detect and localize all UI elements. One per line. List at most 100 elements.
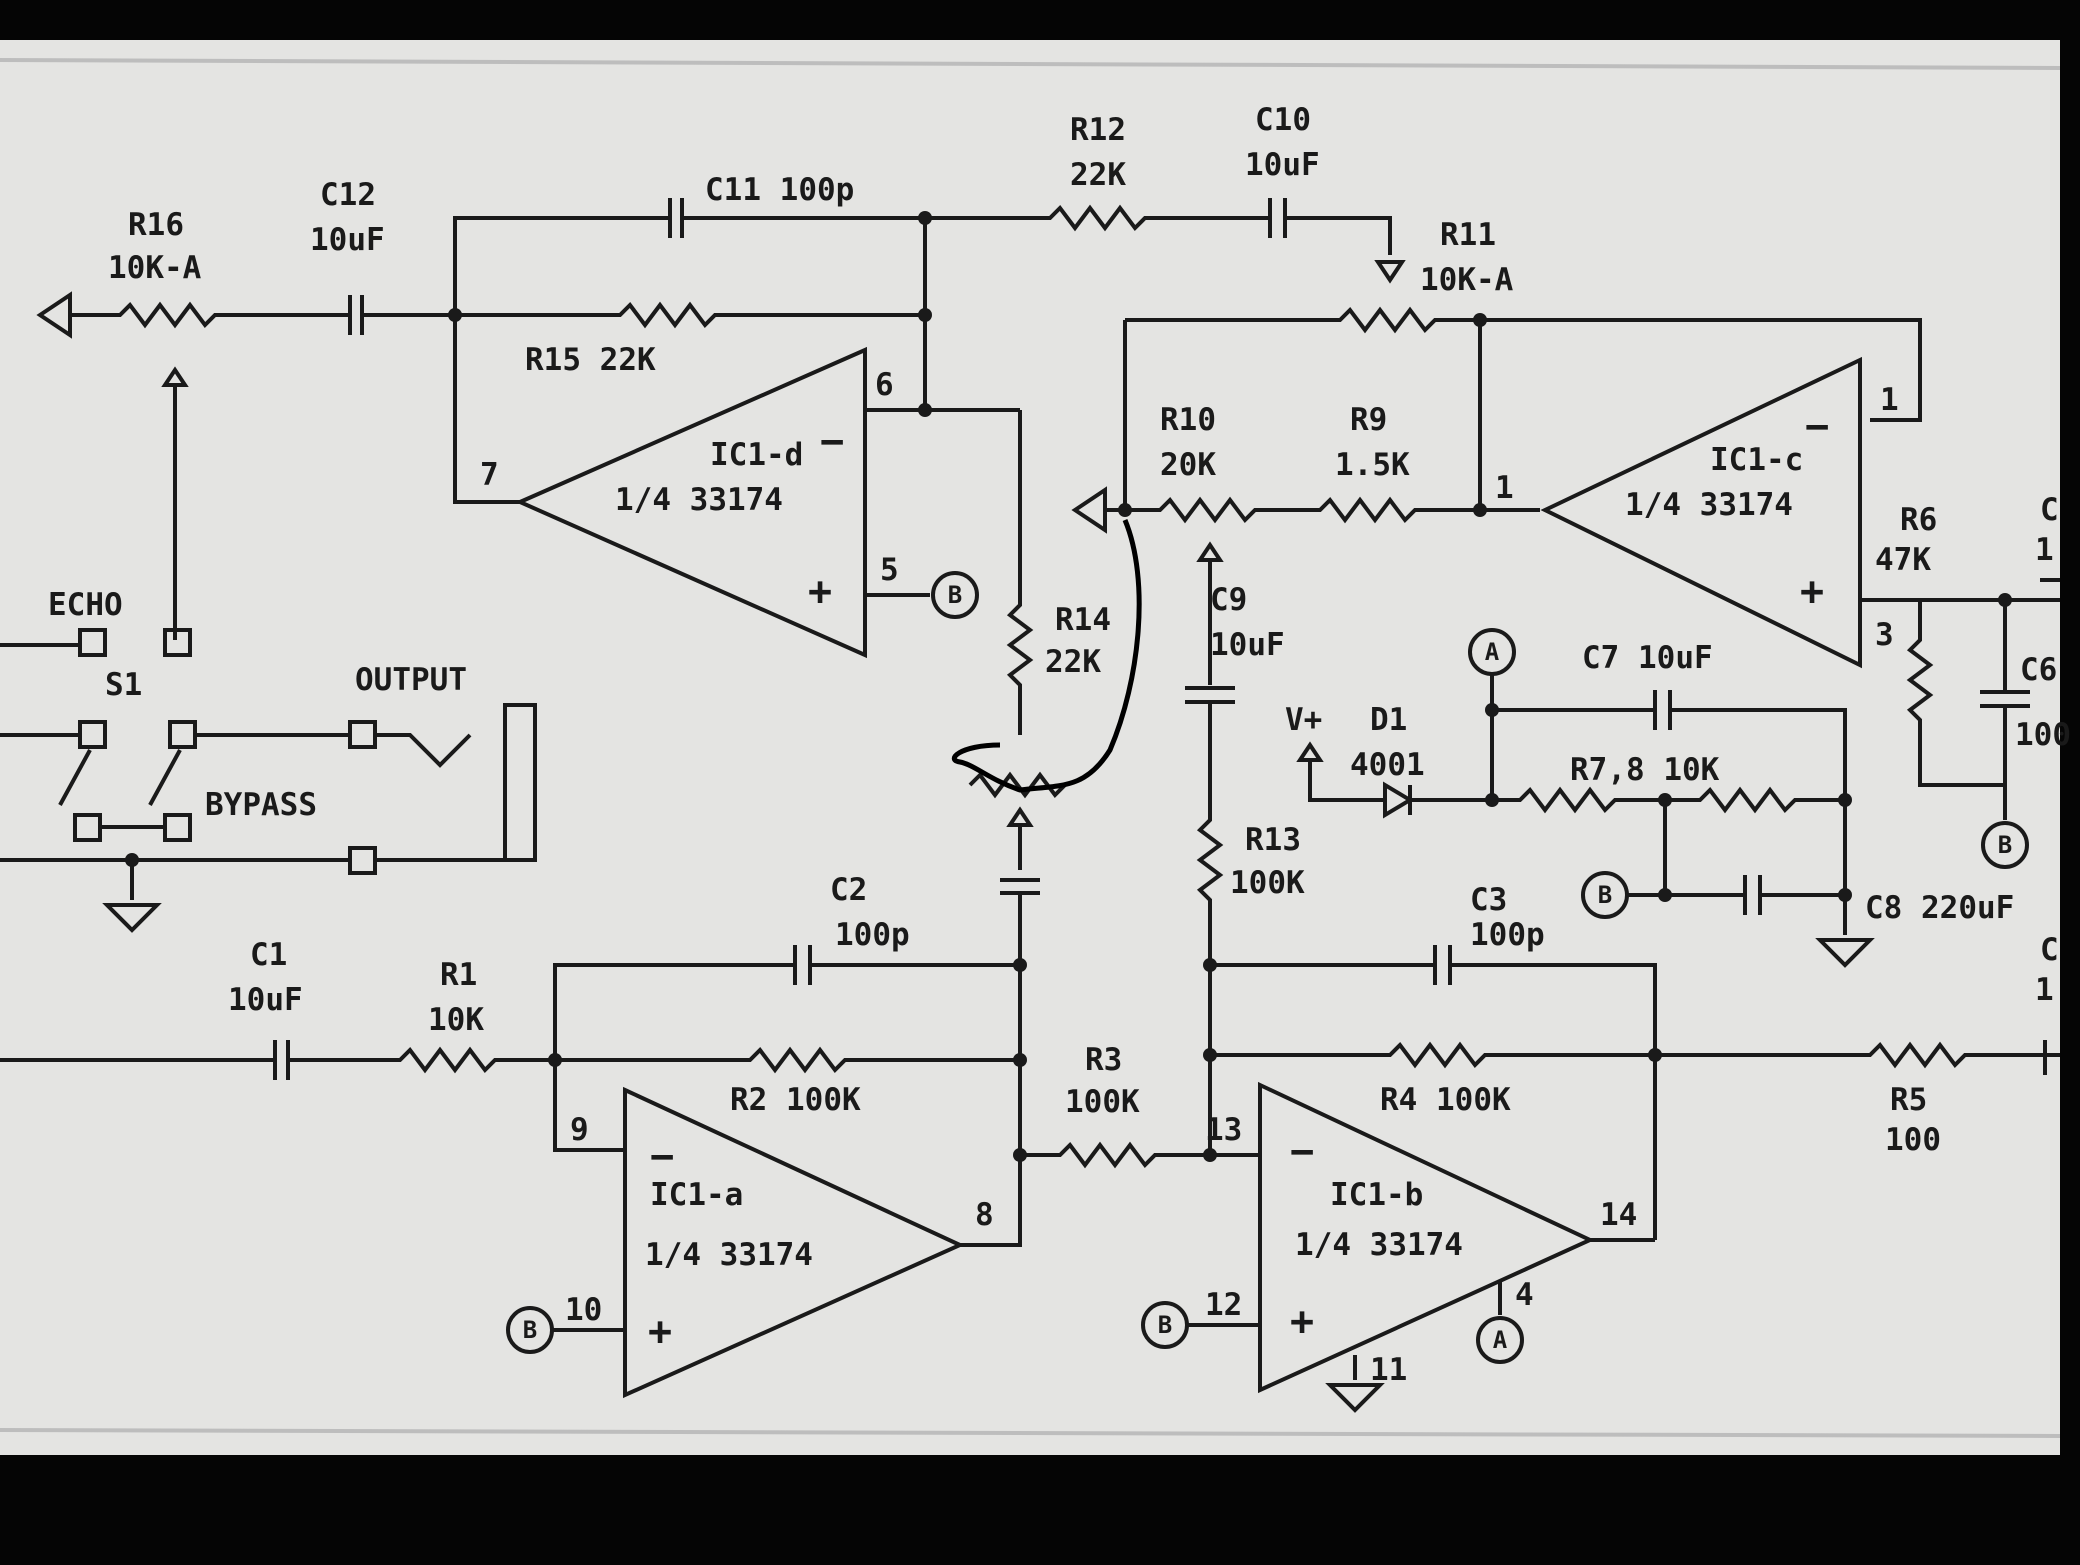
- junction-dots: [125, 211, 2012, 1162]
- wiring: [0, 198, 2060, 1413]
- ic1d-plus: +: [808, 569, 832, 615]
- pin-13: 13: [1205, 1112, 1242, 1148]
- pin-1-top: 1: [1880, 382, 1899, 418]
- r10-name: R10: [1160, 402, 1216, 438]
- output-label: OUTPUT: [355, 662, 467, 698]
- r14-name: R14: [1055, 602, 1111, 638]
- c8-label: C8 220uF: [1865, 890, 2014, 926]
- c3-value: 100p: [1470, 917, 1545, 953]
- labels: R16 10K-A C12 10uF C11 100p R12 22K C10 …: [48, 102, 2071, 1388]
- c7-label: C7 10uF: [1582, 640, 1713, 676]
- r11-value: 10K-A: [1420, 262, 1514, 298]
- ic1d-name: IC1-d: [710, 437, 803, 473]
- r78-label: R7,8 10K: [1570, 752, 1720, 788]
- c6-name: C6: [2020, 652, 2057, 688]
- node-letters: B A B B B B A: [523, 581, 2012, 1354]
- marker-jumper-wire: [951, 519, 1142, 793]
- node-a-ic1b: A: [1493, 1326, 1508, 1354]
- r16-pot: [70, 301, 350, 329]
- r11-wiper-arrow: [1374, 260, 1406, 284]
- pin-9: 9: [570, 1112, 589, 1148]
- r5-name: R5: [1890, 1082, 1927, 1118]
- r12-value: 22K: [1070, 157, 1126, 193]
- pin-11: 11: [1370, 1352, 1407, 1388]
- r14-value: 22K: [1045, 644, 1101, 680]
- pin-10: 10: [565, 1292, 602, 1328]
- r13-value: 100K: [1230, 865, 1305, 901]
- paper-sheet: [0, 40, 2060, 1455]
- pin-14: 14: [1600, 1197, 1637, 1233]
- r1-name: R1: [440, 957, 477, 993]
- pin-4: 4: [1515, 1277, 1534, 1313]
- ic1c-plus: +: [1800, 569, 1824, 615]
- echo-label: ECHO: [48, 587, 123, 623]
- node-b-c8: B: [1598, 881, 1612, 909]
- pin-5: 5: [880, 552, 899, 588]
- r3-value: 100K: [1065, 1084, 1140, 1120]
- edge-label-1-top: 1: [2035, 532, 2054, 568]
- ic1d-triangle: [515, 346, 867, 659]
- r5-value: 100: [1885, 1122, 1941, 1158]
- r16-value: 10K-A: [108, 250, 202, 286]
- d1-value: 4001: [1350, 747, 1425, 783]
- pin-12: 12: [1205, 1287, 1242, 1323]
- r10-value: 20K: [1160, 447, 1216, 483]
- vplus-label: V+: [1285, 702, 1322, 738]
- ic1b-part: 1/4 33174: [1295, 1227, 1463, 1263]
- ic1a-plus: +: [648, 1309, 672, 1355]
- c10-name: C10: [1255, 102, 1311, 138]
- r11-name: R11: [1440, 217, 1496, 253]
- r6-value: 47K: [1875, 542, 1931, 578]
- r2-label: R2 100K: [730, 1082, 861, 1118]
- r6-name: R6: [1900, 502, 1937, 538]
- ic1d-minus: −: [820, 419, 844, 465]
- ic1b-name: IC1-b: [1330, 1177, 1423, 1213]
- c6-value: 100: [2015, 717, 2071, 753]
- paper-edge: [0, 58, 2061, 70]
- c2-name: C2: [830, 872, 867, 908]
- c1-name: C1: [250, 937, 287, 973]
- ic1c-triangle: [1540, 356, 1862, 669]
- ic1b-minus: −: [1290, 1129, 1314, 1175]
- edge-label-1-bottom: 1: [2035, 972, 2054, 1008]
- pin-6: 6: [875, 367, 894, 403]
- ic1a-part: 1/4 33174: [645, 1237, 813, 1273]
- ic1b-plus: +: [1290, 1299, 1314, 1345]
- node-b-ic1a: B: [523, 1316, 537, 1344]
- r13-name: R13: [1245, 822, 1301, 858]
- ic1c-minus: −: [1805, 404, 1829, 450]
- ic1b-triangle: [1258, 1081, 1595, 1394]
- r4-label: R4 100K: [1380, 1082, 1511, 1118]
- ic1a-name: IC1-a: [650, 1177, 743, 1213]
- node-b-c6: B: [1998, 831, 2012, 859]
- c11-label: C11 100p: [705, 172, 854, 208]
- pin-7: 7: [480, 457, 499, 493]
- s1-label: S1: [105, 667, 142, 703]
- c3-name: C3: [1470, 882, 1507, 918]
- node-b-ic1b: B: [1158, 1311, 1172, 1339]
- c2-value: 100p: [835, 917, 910, 953]
- r3-name: R3: [1085, 1042, 1122, 1078]
- ic1d-part: 1/4 33174: [615, 482, 783, 518]
- ic1a-triangle: [623, 1086, 965, 1399]
- r15-label: R15 22K: [525, 342, 656, 378]
- r9-name: R9: [1350, 402, 1387, 438]
- c1-value: 10uF: [228, 982, 303, 1018]
- c12-name: C12: [320, 177, 376, 213]
- r1-value: 10K: [428, 1002, 484, 1038]
- c9-name: C9: [1210, 582, 1247, 618]
- c10-value: 10uF: [1245, 147, 1320, 183]
- node-b-ic1d: B: [948, 581, 962, 609]
- r12-name: R12: [1070, 112, 1126, 148]
- ic1a-minus: −: [650, 1134, 674, 1180]
- pin-3: 3: [1875, 617, 1894, 653]
- r16-name: R16: [128, 207, 184, 243]
- paper-edge-bottom: [0, 1428, 2061, 1438]
- edge-label-c-bottom: C: [2040, 932, 2059, 968]
- r9-value: 1.5K: [1335, 447, 1410, 483]
- d1-name: D1: [1370, 702, 1407, 738]
- ic1c-name: IC1-c: [1710, 442, 1803, 478]
- ic1c-part: 1/4 33174: [1625, 487, 1793, 523]
